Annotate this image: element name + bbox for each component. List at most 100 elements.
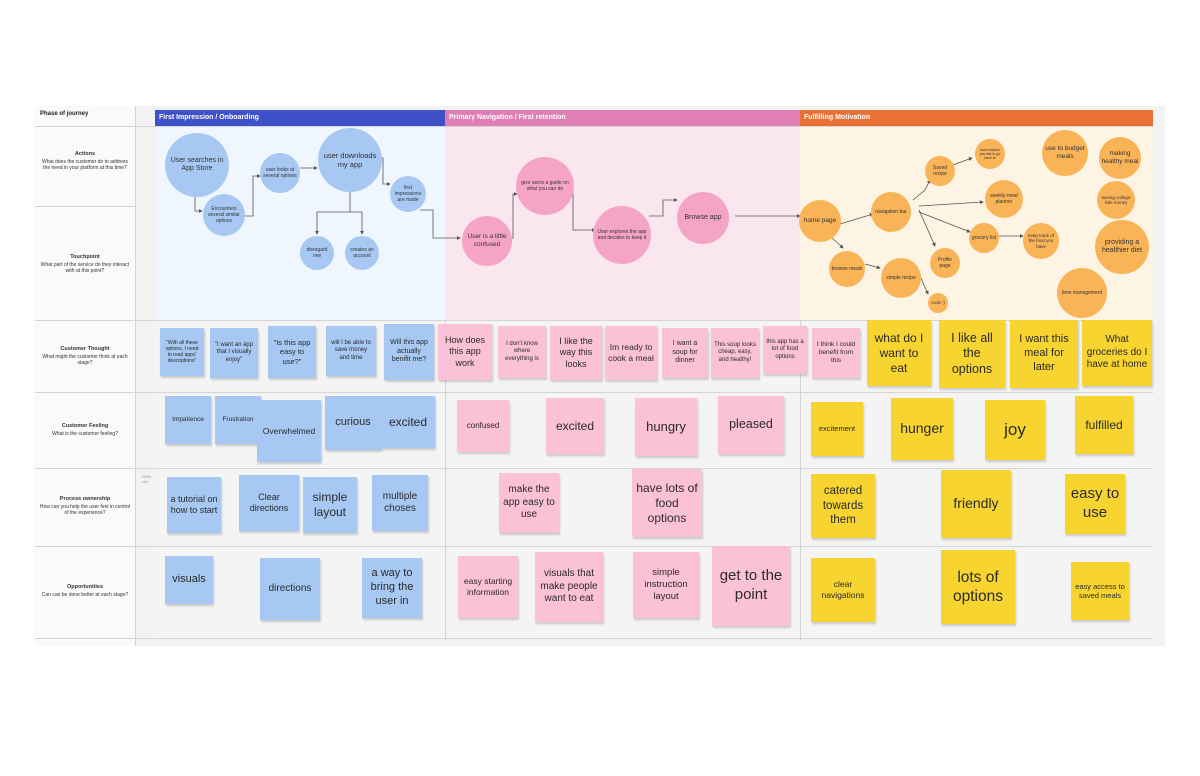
thought-note: This soup looks cheap, easy, and healthy… bbox=[711, 328, 759, 378]
grid-line bbox=[35, 638, 1153, 639]
action-bubble: making healthy meal bbox=[1099, 137, 1141, 179]
feeling-note: excited bbox=[546, 398, 604, 454]
thought-note: Im ready to cook a meal bbox=[605, 326, 657, 380]
row-label-column: Phase of journey bbox=[35, 106, 135, 646]
feeling-note: hunger bbox=[891, 398, 953, 460]
thought-note: "I want an app that I visually enjoy" bbox=[210, 328, 258, 378]
feeling-note: Overwhelmed bbox=[257, 400, 321, 462]
reflection-side-note: Refle ctio bbox=[142, 474, 152, 484]
feeling-note: hungry bbox=[635, 398, 697, 456]
thought-note: What groceries do I have at home bbox=[1082, 320, 1152, 386]
connector bbox=[649, 198, 678, 217]
action-bubble: creates an account bbox=[345, 236, 379, 270]
journey-map-board: First Impression / Onboarding Primary Na… bbox=[35, 106, 1165, 646]
row-description: What part of the service do they interac… bbox=[40, 261, 130, 275]
thought-note: Will this app actually benifit me? bbox=[384, 324, 434, 380]
row-title: Touchpoint bbox=[70, 254, 100, 260]
row-label-feeling: Customer Feeling What is the customer fe… bbox=[35, 423, 135, 437]
thought-note: I like all the options bbox=[939, 320, 1005, 388]
opportunity-note: simple instruction layout bbox=[633, 552, 699, 618]
feeling-note: excitement bbox=[811, 402, 863, 456]
thought-note: will I be able to save money and time bbox=[326, 326, 376, 376]
grid-line bbox=[35, 468, 1153, 469]
thought-note: "With all these options, I need to read … bbox=[160, 328, 204, 376]
thought-note: I don't know where everything is bbox=[498, 326, 546, 378]
feeling-note: excited bbox=[381, 396, 435, 448]
action-bubble: browse meals bbox=[829, 251, 865, 287]
opportunity-note: get to the point bbox=[712, 546, 790, 626]
thought-note: I like the way this looks bbox=[550, 326, 602, 380]
thought-note: I think I could benefit from this bbox=[812, 328, 860, 378]
grid-line bbox=[800, 320, 801, 640]
grid-line bbox=[35, 206, 135, 207]
grid-line bbox=[35, 126, 1153, 127]
row-title: Actions bbox=[74, 151, 96, 157]
ownership-note: Clear directions bbox=[239, 475, 299, 531]
action-bubble: simple recipe bbox=[881, 258, 921, 298]
action-bubble: save recipes you like to go back to bbox=[975, 139, 1005, 169]
phase-header-onboarding: First Impression / Onboarding bbox=[155, 110, 445, 126]
action-bubble: keep track of the food you have bbox=[1023, 223, 1059, 259]
opportunity-note: easy starting information bbox=[458, 556, 518, 618]
thought-note: I want a soup for dinner bbox=[662, 328, 708, 378]
action-bubble: disregard one bbox=[300, 236, 334, 270]
feeling-note: joy bbox=[985, 400, 1045, 460]
action-bubble: User explores the app and decides to kee… bbox=[593, 206, 651, 264]
ownership-note: catered towards them bbox=[811, 474, 875, 538]
connector bbox=[420, 209, 461, 240]
connector bbox=[350, 211, 364, 235]
action-bubble: weekly meal planner bbox=[985, 180, 1023, 218]
action-bubble: cook :) bbox=[928, 293, 948, 313]
connector bbox=[315, 184, 351, 235]
feeling-note: Impatience bbox=[165, 396, 211, 444]
action-bubble: user downloads my app bbox=[318, 128, 382, 192]
feeling-note: confused bbox=[457, 400, 509, 452]
action-bubble: Saved recipe bbox=[925, 156, 955, 186]
action-bubble: user looks at several options bbox=[260, 153, 300, 193]
opportunity-note: easy access to saved meals bbox=[1071, 562, 1129, 620]
ownership-note: multiple choses bbox=[372, 475, 428, 531]
thought-note: what do I want to eat bbox=[867, 320, 931, 386]
action-bubble: first impressions are made bbox=[390, 176, 426, 212]
action-bubble: User searches in App Store bbox=[165, 133, 229, 197]
row-description: What might the customer think at each st… bbox=[42, 353, 128, 367]
connector bbox=[839, 213, 874, 225]
opportunity-note: visuals that make people want to eat bbox=[535, 552, 603, 622]
connector bbox=[864, 263, 881, 270]
phase-of-journey-label: Phase of journey bbox=[40, 111, 89, 117]
opportunity-note: visuals bbox=[165, 556, 213, 604]
feeling-note: Frustration bbox=[215, 396, 261, 444]
thought-note: I want this meal for later bbox=[1010, 320, 1078, 388]
action-bubble: providing a healthier diet bbox=[1095, 220, 1149, 274]
grid-line bbox=[445, 320, 446, 640]
row-title: Customer Feeling bbox=[61, 423, 109, 429]
feeling-note: curious bbox=[325, 396, 381, 450]
action-bubble: Encounters several similar options bbox=[203, 194, 245, 236]
row-description: How can you help the user feel in contro… bbox=[39, 503, 131, 517]
grid-line bbox=[135, 106, 136, 646]
row-title: Process ownership bbox=[59, 496, 111, 502]
row-label-touchpoint: Touchpoint What part of the service do t… bbox=[35, 254, 135, 275]
thought-note: "Is this app easy to use?" bbox=[268, 326, 316, 378]
action-bubble: navigation bar bbox=[871, 192, 911, 232]
action-bubble: grocery list bbox=[969, 223, 999, 253]
action-bubble: Browse app bbox=[677, 192, 729, 244]
connector bbox=[918, 211, 971, 233]
feeling-note: fulfilled bbox=[1075, 396, 1133, 454]
action-bubble: User is a little confused bbox=[462, 216, 512, 266]
phase-header-navigation: Primary Navigation / First retention bbox=[445, 110, 800, 126]
opportunity-note: directions bbox=[260, 558, 320, 620]
opportunity-note: clear navigations bbox=[811, 558, 875, 622]
row-description: What does the customer do to address the… bbox=[42, 158, 128, 172]
action-bubble: give users a guide on what you can do bbox=[516, 157, 574, 215]
connector bbox=[918, 200, 984, 207]
action-bubble: use to budget meals bbox=[1042, 130, 1088, 176]
ownership-note: easy to use bbox=[1065, 474, 1125, 534]
thought-note: How does this app work bbox=[438, 324, 492, 380]
row-label-thought: Customer Thought What might the customer… bbox=[35, 346, 135, 367]
ownership-note: friendly bbox=[941, 470, 1011, 538]
grid-line bbox=[35, 392, 1153, 393]
row-title: Opportunities bbox=[66, 584, 104, 590]
row-description: Can can be done better at each stage? bbox=[41, 591, 129, 598]
row-title: Customer Thought bbox=[60, 346, 110, 352]
